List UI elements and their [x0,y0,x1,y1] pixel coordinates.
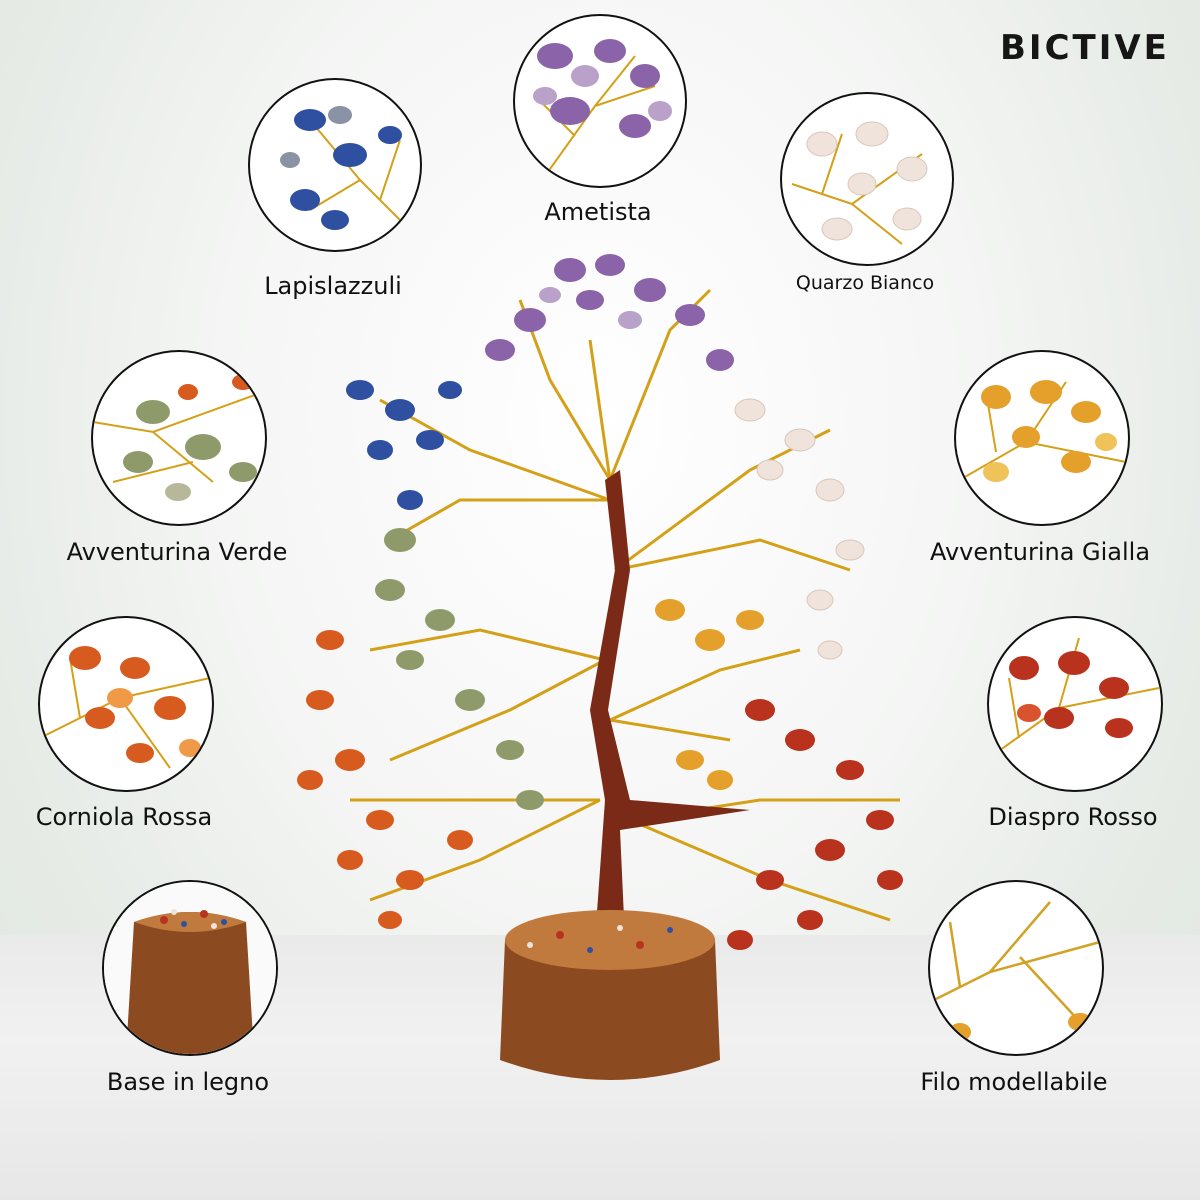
carnelian-stones-image [40,646,211,769]
lapis-badge [248,78,422,252]
green-aventurine-label: Avventurina Verde [66,538,288,566]
wire-image [930,901,1101,1041]
carnelian-label: Corniola Rossa [35,803,213,831]
tree-wooden-base [500,910,720,1080]
red-jasper-stones-image [989,637,1160,759]
amethyst-label: Ametista [544,198,652,226]
tree-red-jasper-cluster [727,699,903,950]
tree-wire-branches [350,288,900,922]
tree-lapis-cluster [346,380,462,510]
tree-carnelian-cluster [297,630,473,929]
green-aventurine-badge [91,350,267,526]
amethyst-badge [513,14,687,188]
quartz-badge [780,92,954,266]
wooden-base-badge [102,880,278,1056]
yellow-aventurine-label: Avventurina Gialla [929,538,1151,566]
green-aventurine-stones-image [93,374,264,501]
carnelian-badge [38,616,214,792]
red-jasper-badge [987,616,1163,792]
yellow-aventurine-stones-image [956,380,1127,483]
tree-trunk [590,470,750,940]
yellow-aventurine-badge [954,350,1130,526]
wire-badge [928,880,1104,1056]
quartz-stones-image [791,121,928,245]
gemstone-tree [297,254,903,1080]
quartz-label: Quarzo Bianco [795,272,935,294]
lapis-label: Lapislazzuli [264,272,402,300]
tree-yellow-aventurine-cluster [655,599,764,790]
brand-logo: BICTIVE [1000,28,1170,68]
lapis-stones-image [280,106,411,231]
amethyst-stones-image [533,39,672,177]
tree-green-aventurine-cluster [375,528,544,810]
red-jasper-label: Diaspro Rosso [988,803,1158,831]
wire-label: Filo modellabile [920,1068,1108,1096]
wooden-base-label: Base in legno [106,1068,270,1096]
tree-quartz-cluster [734,398,865,660]
tree-amethyst-cluster [485,254,734,371]
wooden-base-image [104,882,276,1054]
